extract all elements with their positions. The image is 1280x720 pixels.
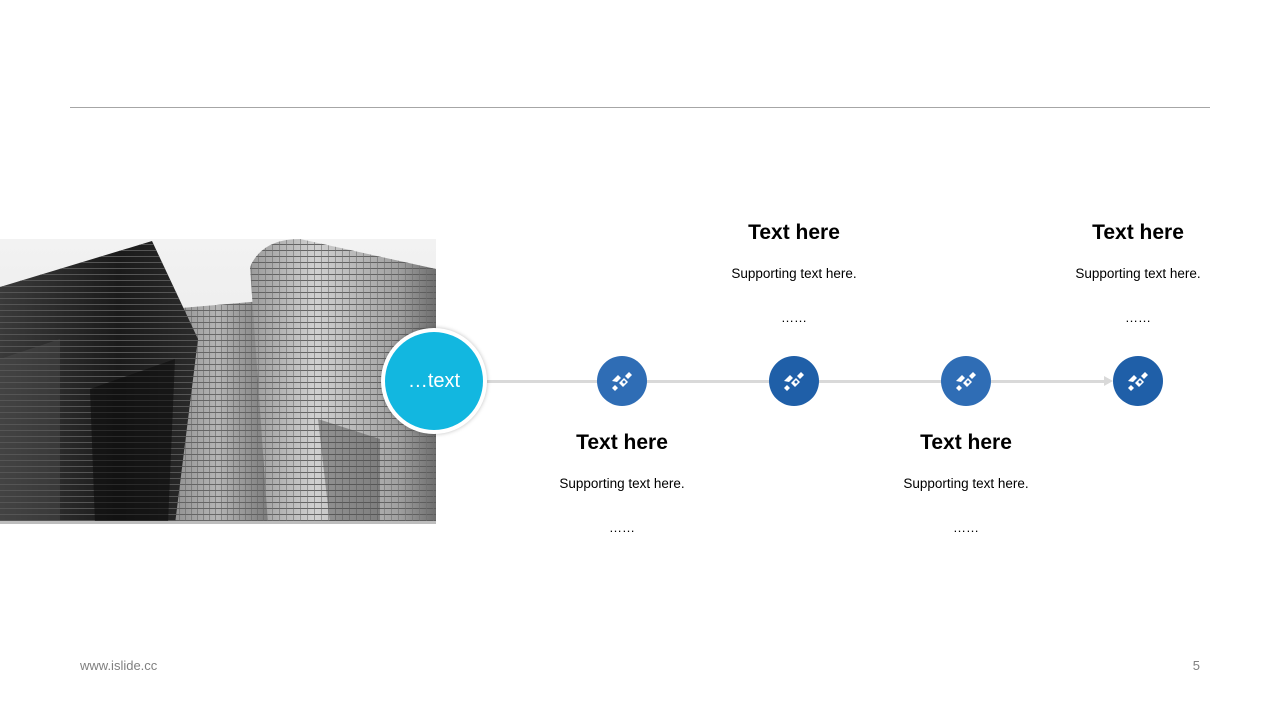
hub-label: …text (407, 369, 461, 392)
step-4-title: Text here (1092, 221, 1184, 244)
step-1-title: Text here (576, 431, 668, 454)
handshake-icon (956, 372, 976, 391)
step-1-support: Supporting text here. (559, 476, 685, 491)
handshake-icon (784, 372, 804, 391)
step-3-text: Text here Supporting text here. …… (856, 430, 1076, 536)
step-1-text: Text here Supporting text here. …… (512, 430, 732, 536)
step-2-text: Text here Supporting text here. …… (684, 220, 904, 326)
step-3-title: Text here (920, 431, 1012, 454)
footer-url: www.islide.cc (80, 658, 158, 673)
step-3-support: Supporting text here. (903, 476, 1029, 491)
top-divider (70, 107, 1210, 108)
timeline-node-3 (941, 356, 991, 406)
hub-circle: …text (381, 328, 487, 434)
step-3-dots: …… (953, 520, 979, 535)
step-4-support: Supporting text here. (1075, 266, 1201, 281)
building-photo (0, 239, 436, 524)
step-4-dots: …… (1125, 310, 1151, 325)
timeline-node-1 (597, 356, 647, 406)
hub-inner: …text (385, 332, 483, 430)
page-number: 5 (1192, 658, 1200, 673)
timeline-node-4 (1113, 356, 1163, 406)
step-4-text: Text here Supporting text here. …… (1028, 220, 1248, 326)
step-1-dots: …… (609, 520, 635, 535)
step-2-title: Text here (748, 221, 840, 244)
handshake-icon (612, 372, 632, 391)
step-2-dots: …… (781, 310, 807, 325)
step-2-support: Supporting text here. (731, 266, 857, 281)
timeline-node-2 (769, 356, 819, 406)
timeline-arrowhead (1104, 376, 1113, 386)
handshake-icon (1128, 372, 1148, 391)
